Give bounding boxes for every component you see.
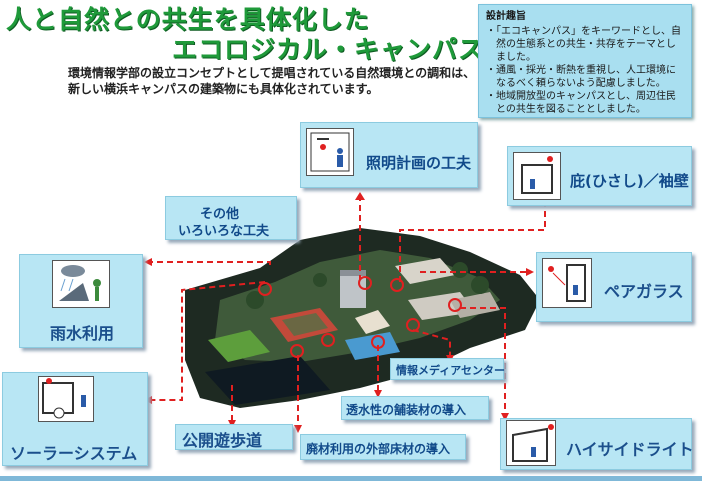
- title-line-1: 人と自然との共生を具体化した: [6, 5, 370, 34]
- permeable-paving-box: [341, 396, 489, 420]
- eaves-diagram-icon: [513, 152, 561, 200]
- lighting-diagram-icon: [306, 128, 354, 176]
- intro-line-2: 新しい横浜キャンパスの建築物にも具体化されています。: [68, 82, 379, 96]
- public-walkway-label: 公開遊歩道: [182, 431, 263, 450]
- solar-system-label: ソーラーシステム: [10, 444, 138, 463]
- rainwater-diagram-icon: [52, 260, 110, 308]
- media-center-label: 情報メディアセンター: [396, 364, 506, 377]
- permeable-paving-label: 透水性の舗装材の導入: [346, 403, 467, 417]
- eaves-label: 庇(ひさし)／袖壁: [570, 172, 689, 190]
- bottom-divider: [0, 476, 702, 481]
- design-note: 設計趣旨 ・「エコキャンパス」をキーワードとし、自然の生態系との共生・共存をテー…: [478, 4, 692, 118]
- others-label-line-1: その他: [200, 207, 240, 222]
- others-label-line-2: いろいろな工夫: [178, 224, 270, 239]
- title-line-2: エコロジカル・キャンパス: [172, 35, 485, 64]
- solar-diagram-icon: [38, 376, 94, 422]
- high-side-light-label: ハイサイドライト: [566, 440, 694, 459]
- design-note-item: ・地域開放型のキャンパスとし、周辺住民との共生を図ることとしました。: [486, 91, 676, 115]
- lighting-plan-label: 照明計画の工夫: [366, 154, 472, 172]
- public-walkway-box: [175, 424, 293, 450]
- design-note-item: ・通風・採光・断熱を重視し、人工環境になるべく頼らないよう配慮しました。: [486, 65, 676, 89]
- recycled-flooring-box: [300, 434, 466, 460]
- pair-glass-label: ペアガラス: [604, 282, 684, 301]
- design-note-heading: 設計趣旨: [486, 11, 526, 22]
- high-side-light-diagram-icon: [506, 420, 556, 466]
- pair-glass-diagram-icon: [542, 258, 592, 308]
- others-box: [165, 196, 297, 240]
- rainwater-label: 雨水利用: [50, 324, 115, 343]
- intro-line-1: 環境情報学部の設立コンセプトとして提唱されている自然環境との調和は、: [68, 66, 476, 80]
- media-center-box: [390, 358, 504, 380]
- recycled-flooring-label: 廃材利用の外部床材の導入: [306, 442, 451, 456]
- design-note-item: ・「エコキャンパス」をキーワードとし、自然の生態系との共生・共存をテーマとしまし…: [486, 26, 681, 63]
